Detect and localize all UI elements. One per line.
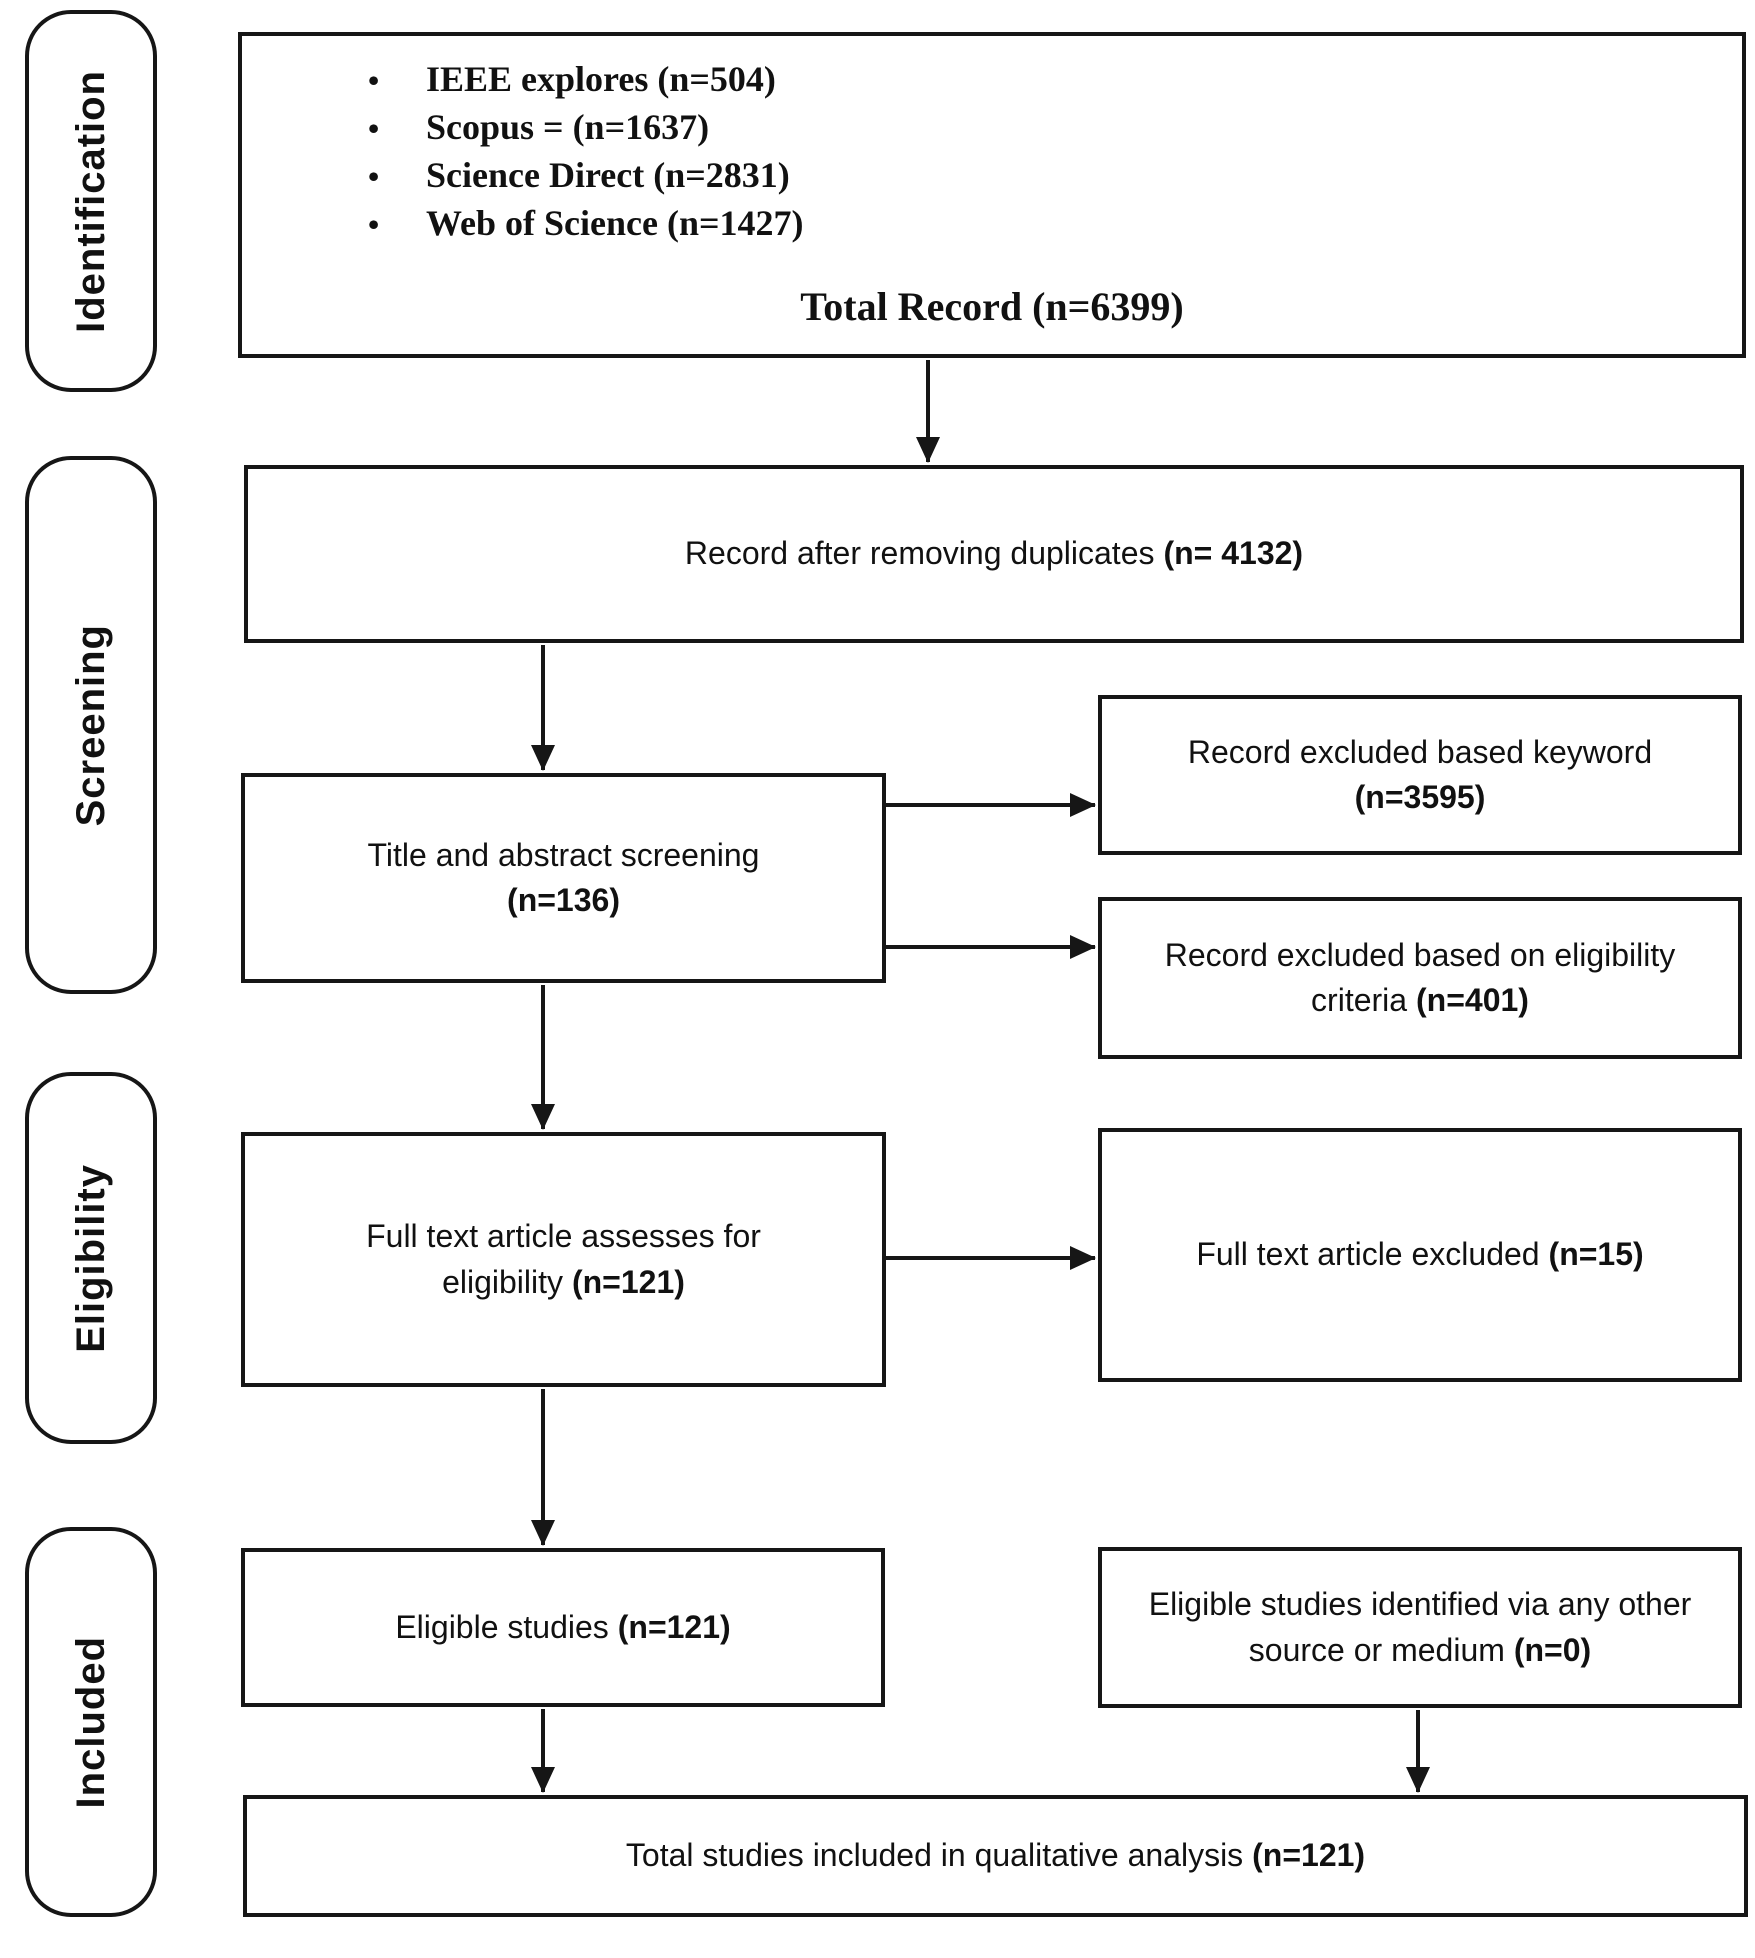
stage-label-included: Included [25, 1527, 157, 1917]
stage-label-eligibility-text: Eligibility [68, 1163, 113, 1353]
title-abstract-screening-text: Title and abstract screening (n=136) [368, 833, 760, 924]
total-record-label: Total Record (n=6399) [800, 284, 1184, 330]
list-item: • Web of Science (n=1427) [368, 200, 1712, 248]
stage-label-included-text: Included [68, 1635, 113, 1809]
fulltext-assessed-label: Full text article assesses for eligibili… [366, 1218, 761, 1300]
bullet-icon: • [368, 62, 380, 98]
fulltext-excluded-label: Full text article excluded [1196, 1236, 1540, 1273]
title-abstract-screening-box: Title and abstract screening (n=136) [241, 773, 886, 983]
excluded-keyword-count: (n=3595) [1354, 779, 1486, 815]
source-list: • IEEE explores (n=504) • Scopus = (n=16… [272, 56, 1712, 248]
duplicates-removed-label: Record after removing duplicates [684, 535, 1155, 572]
list-item: • Scopus = (n=1637) [368, 104, 1712, 152]
excluded-eligibility-box: Record excluded based on eligibility cri… [1098, 897, 1742, 1059]
fulltext-assessed-box: Full text article assesses for eligibili… [241, 1132, 886, 1387]
stage-label-screening: Screening [25, 456, 157, 994]
fulltext-assessed-count: (n=121) [571, 1263, 685, 1300]
eligible-studies-label: Eligible studies [395, 1608, 609, 1645]
excluded-eligibility-count: (n=401) [1416, 982, 1529, 1018]
stage-label-identification-text: Identification [68, 69, 113, 333]
fulltext-excluded-count: (n=15) [1548, 1236, 1644, 1273]
bullet-icon: • [368, 206, 380, 242]
list-item: • Science Direct (n=2831) [368, 152, 1712, 200]
total-included-box: Total studies included in qualitative an… [243, 1795, 1748, 1917]
excluded-keyword-box: Record excluded based keyword (n=3595) [1098, 695, 1742, 855]
duplicates-removed-count: (n= 4132) [1163, 535, 1304, 572]
duplicates-removed-text: Record after removing duplicates(n= 4132… [685, 531, 1303, 576]
list-item: • IEEE explores (n=504) [368, 56, 1712, 104]
stage-label-identification: Identification [25, 10, 157, 392]
eligible-studies-text: Eligible studies(n=121) [395, 1605, 730, 1650]
excluded-eligibility-text: Record excluded based on eligibility cri… [1160, 933, 1680, 1024]
eligible-other-source-text: Eligible studies identified via any othe… [1120, 1582, 1720, 1673]
fulltext-excluded-text: Full text article excluded(n=15) [1196, 1232, 1643, 1277]
source-scopus: Scopus = (n=1637) [426, 107, 710, 147]
excluded-keyword-label: Record excluded based keyword [1187, 733, 1653, 770]
excluded-keyword-text: Record excluded based keyword (n=3595) [1188, 730, 1652, 821]
total-included-text: Total studies included in qualitative an… [626, 1833, 1365, 1878]
eligible-other-source-label: Eligible studies identified via any othe… [1148, 1586, 1692, 1668]
identification-sources-box: • IEEE explores (n=504) • Scopus = (n=16… [238, 32, 1746, 358]
fulltext-excluded-box: Full text article excluded(n=15) [1098, 1128, 1742, 1382]
source-science-direct: Science Direct (n=2831) [426, 155, 790, 195]
eligible-other-source-box: Eligible studies identified via any othe… [1098, 1547, 1742, 1708]
title-abstract-screening-count: (n=136) [507, 882, 620, 918]
fulltext-assessed-text: Full text article assesses for eligibili… [306, 1214, 821, 1305]
bullet-icon: • [368, 110, 380, 146]
total-included-count: (n=121) [1252, 1837, 1366, 1874]
stage-label-screening-text: Screening [68, 623, 113, 827]
excluded-eligibility-label: Record excluded based on eligibility cri… [1164, 936, 1676, 1018]
source-web-of-science: Web of Science (n=1427) [426, 203, 804, 243]
eligible-studies-box: Eligible studies(n=121) [241, 1548, 885, 1707]
source-ieee: IEEE explores (n=504) [426, 59, 776, 99]
duplicates-removed-box: Record after removing duplicates(n= 4132… [244, 465, 1744, 643]
stage-label-eligibility: Eligibility [25, 1072, 157, 1444]
eligible-studies-count: (n=121) [617, 1608, 731, 1645]
title-abstract-screening-label: Title and abstract screening [367, 836, 760, 873]
eligible-other-source-count: (n=0) [1513, 1631, 1592, 1668]
total-included-label: Total studies included in qualitative an… [625, 1837, 1244, 1874]
bullet-icon: • [368, 158, 380, 194]
